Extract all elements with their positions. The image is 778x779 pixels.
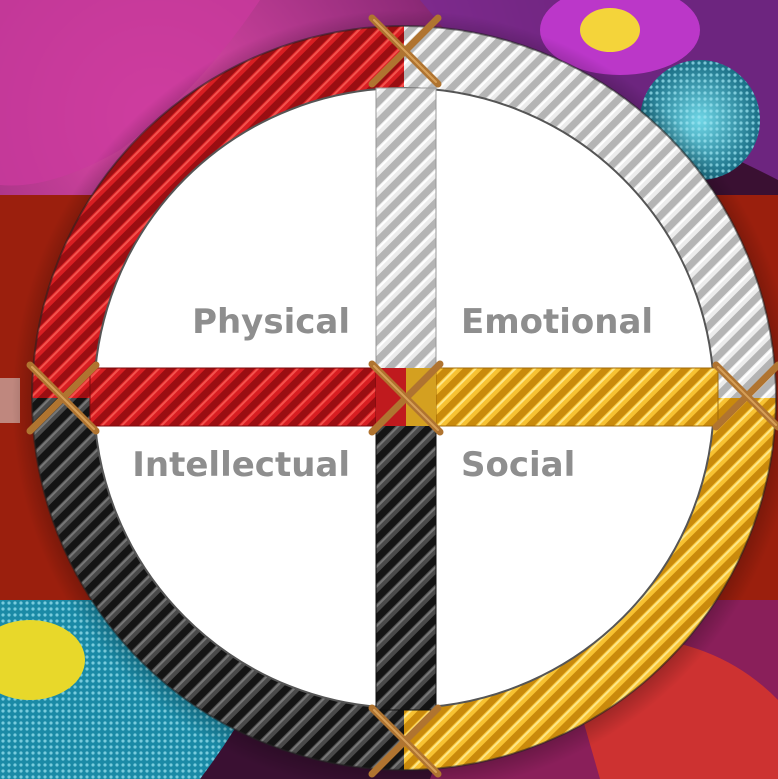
label-physical: Physical [192, 302, 350, 342]
arm-bottom [375, 417, 437, 711]
arm-left [89, 367, 377, 427]
arm-right [435, 367, 719, 427]
arm-top [375, 87, 437, 379]
label-emotional: Emotional [461, 302, 654, 342]
label-social: Social [461, 445, 576, 485]
label-intellectual: Intellectual [132, 445, 350, 485]
